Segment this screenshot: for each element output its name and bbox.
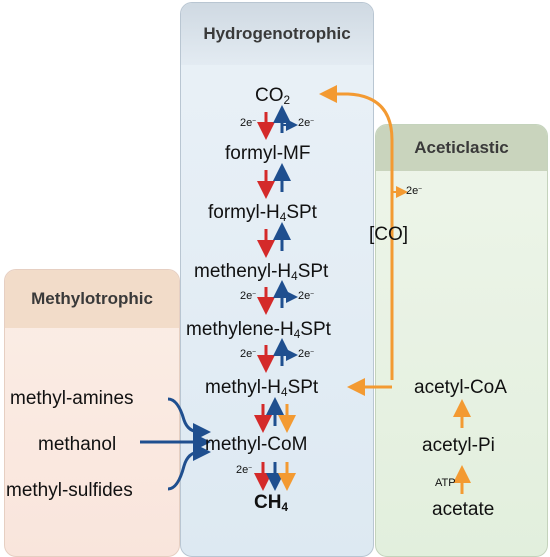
co2-label: CO2 xyxy=(255,85,291,107)
hydrogenotrophic-header: Hydrogenotrophic xyxy=(181,3,373,65)
methylotrophic-arrows xyxy=(140,397,211,491)
methanol-label: methanol xyxy=(38,434,117,455)
arrow-methylsulfides-methylcom xyxy=(167,443,211,491)
methylene-h4spt-label: methylene-H4SPt xyxy=(186,319,331,341)
methyl-com-label: methyl-CoM xyxy=(205,434,308,455)
ch4-label: CH4 xyxy=(254,492,288,514)
arrow-acetylcoa-co2 xyxy=(319,85,394,380)
co-label: [CO] xyxy=(369,224,409,245)
electron-label-methenyl-in: 2e− xyxy=(240,290,257,302)
electron-label-co2-out: 2e− xyxy=(298,117,315,129)
hydrogenotrophic-step-arrows xyxy=(254,105,298,491)
acetyl-coa-label: acetyl-CoA xyxy=(414,377,507,398)
methyl-h4spt-label: methyl-H4SPt xyxy=(205,377,319,399)
methenyl-h4spt-label: methenyl-H4SPt xyxy=(194,261,329,283)
electron-label-co2-in: 2e− xyxy=(240,117,257,129)
methylotrophic-header: Methylotrophic xyxy=(5,270,179,328)
methylotrophic-panel: Methylotrophic xyxy=(4,269,180,557)
electron-label-methylene-out: 2e− xyxy=(298,348,315,360)
methyl-sulfides-label: methyl-sulfides xyxy=(6,480,133,501)
formyl-h4spt-label: formyl-H4SPt xyxy=(208,202,317,224)
formyl-mf-label: formyl-MF xyxy=(225,143,311,164)
arrow-methylamines-methylcom xyxy=(167,397,211,441)
electron-label-co: 2e− xyxy=(406,185,423,197)
electron-label-methylene-in: 2e− xyxy=(240,348,257,360)
methyl-amines-label: methyl-amines xyxy=(10,388,134,409)
aceticlastic-header: Aceticlastic xyxy=(376,125,547,171)
electron-label-methenyl-out: 2e− xyxy=(298,290,315,302)
acetate-label: acetate xyxy=(432,499,495,520)
electron-label-ch4: 2e− xyxy=(236,464,253,476)
atp-label: ATP xyxy=(435,477,456,489)
aceticlastic-arrows xyxy=(319,85,471,494)
acetyl-pi-label: acetyl-Pi xyxy=(422,435,495,456)
